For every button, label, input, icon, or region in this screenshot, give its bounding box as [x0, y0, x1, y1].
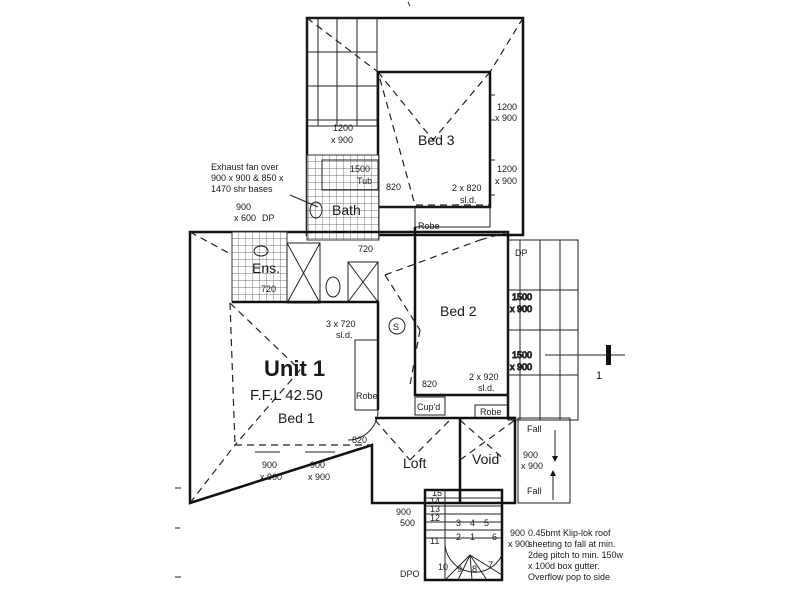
exhaust-note-line1: Exhaust fan over: [211, 162, 279, 172]
bed1-robe-label: Robe: [356, 391, 378, 401]
bed2-label: Bed 2: [440, 303, 477, 319]
fall-label-bottom: Fall: [527, 486, 542, 496]
stair-step-5: 5: [484, 518, 489, 528]
tub-label: Tub: [357, 176, 372, 186]
section-marker-label: 1: [596, 370, 602, 382]
bed1-room: 3 x 720 sl.d. Robe Unit 1 F.F.L 42.50 Be…: [232, 300, 380, 482]
roof-note-line4: x 100d box gutter.: [528, 561, 600, 571]
bed3-window2-dim: 1200: [497, 164, 517, 174]
bed1-slider-type: sl.d.: [336, 330, 353, 340]
ens-window-dim: 900: [236, 202, 251, 212]
bed3-window2-dim-b: x 900: [495, 176, 517, 186]
void-window-dim-b: x 900: [521, 461, 543, 471]
bed3-slider-dim: 2 x 820: [452, 183, 482, 193]
bed2-window1-dim-b: x 900: [510, 304, 532, 314]
bed3-door-dim: 820: [386, 182, 401, 192]
unit-title: Unit 1: [264, 356, 325, 381]
cupboard: Cup'd: [414, 396, 446, 416]
smoke-detector: S: [393, 322, 399, 332]
stair-step-10: 10: [438, 562, 448, 572]
stair-window-dim: 900: [396, 507, 411, 517]
bath-window-dim-b: x 900: [331, 135, 353, 145]
dpo-label: DPO: [400, 569, 420, 579]
bed1-window2-dim: 900: [310, 460, 325, 470]
upper-deck-louvres: [306, 17, 378, 127]
bed1-window2-dim-b: x 900: [308, 472, 330, 482]
hallway: S: [388, 317, 406, 335]
exhaust-note-line3: 1470 shr bases: [211, 184, 273, 194]
stair-step-3: 3: [456, 518, 461, 528]
bed2-window2-dim-b: x 900: [510, 362, 532, 372]
stair-step-4: 4: [470, 518, 475, 528]
bed1-slider-dim: 3 x 720: [326, 319, 356, 329]
stair-window-dim-b: 500: [400, 518, 415, 528]
bed2-room: Bed 2 2 x 920 sl.d. 820 Robe DP: [413, 227, 528, 419]
bed3-robe-label: Robe: [418, 221, 440, 231]
bed3-window1-dim: 1200: [497, 102, 517, 112]
bath-door-dim: 720: [358, 244, 373, 254]
void-label: Void: [472, 451, 499, 467]
ffl-level: F.F.L 42.50: [250, 387, 323, 404]
roof-note-line2: sheeting to fall at min.: [528, 539, 616, 549]
bed1-window1-dim: 900: [262, 460, 277, 470]
bed2-window2-dim: 1500: [512, 350, 532, 360]
loft-void: Loft Void 900 x 900: [375, 416, 543, 503]
roof-note-line5: Overflow pop to side: [528, 572, 610, 582]
stair-step-12: 12: [430, 513, 440, 523]
bed2-slider-type: sl.d.: [478, 383, 495, 393]
exhaust-note-line2: 900 x 900 & 850 x: [211, 173, 284, 183]
bed2-door-dim: 820: [422, 379, 437, 389]
bed1-door-dim: 820: [352, 435, 367, 445]
right-deck-louvres: 1500 x 900 1500 x 900: [507, 239, 579, 421]
ens-window-dim-b: x 600: [234, 213, 256, 223]
box-gutter: Fall Fall: [517, 417, 571, 504]
bed3-room: Bed 3 1200 x 900 1200 x 900 2 x 820 sl.d…: [376, 70, 517, 231]
cupd-label: Cup'd: [417, 402, 440, 412]
dp-label-left: DP: [262, 213, 275, 223]
bath-label: Bath: [332, 202, 361, 218]
bed2-robe-label: Robe: [480, 407, 502, 417]
stair-step-15: 15: [432, 488, 442, 498]
stair-step-7: 7: [488, 560, 493, 570]
fall-label-top: Fall: [527, 424, 542, 434]
ensuite-room: Ens. 720: [231, 231, 379, 304]
bed2-slider-dim: 2 x 920: [469, 372, 499, 382]
stair-step-1: 1: [470, 532, 475, 542]
stair-step-2: 2: [456, 532, 461, 542]
tub-length: 1500: [350, 164, 370, 174]
bath-window-dim: 1200: [333, 123, 353, 133]
bed3-window1-dim-b: x 900: [495, 113, 517, 123]
void-window-dim: 900: [523, 450, 538, 460]
bed1-window1-dim-b: x 900: [260, 472, 282, 482]
bed3-label: Bed 3: [418, 132, 455, 148]
margin-marks: [175, 1, 411, 578]
bath-room: 1500 Tub Bath 1200 x 900 720: [306, 123, 380, 254]
stair-step-6: 6: [492, 532, 497, 542]
roof-note-line1: 0.45bmt Klip-lok roof: [528, 528, 611, 538]
stair-step-8: 8: [472, 564, 477, 574]
stair-window2-dim: 900: [510, 528, 525, 538]
section-marker: 1: [545, 345, 625, 382]
stair-step-11: 11: [430, 536, 439, 546]
stair-step-13: 13: [430, 504, 440, 514]
bed3-slider-type: sl.d.: [460, 195, 477, 205]
roof-note: 0.45bmt Klip-lok roof sheeting to fall a…: [528, 528, 624, 582]
loft-label: Loft: [403, 455, 426, 471]
bed2-window1-dim: 1500: [512, 292, 532, 302]
roof-note-line3: 2deg pitch to min. 150w: [528, 550, 624, 560]
stair-window2-dim-b: x 900: [508, 539, 530, 549]
dp-label-right: DP: [515, 248, 528, 258]
stair-step-9: 9: [457, 564, 462, 574]
stair-step-14: 14: [430, 496, 440, 506]
ens-door-dim: 720: [261, 284, 276, 294]
staircase: 15 14 13 12 11 10 9 8 7 6 5 4 3 2 1 900 …: [396, 488, 530, 582]
bed1-label: Bed 1: [278, 410, 315, 426]
ens-label: Ens.: [252, 260, 280, 276]
exhaust-note: Exhaust fan over 900 x 900 & 850 x 1470 …: [211, 162, 319, 223]
